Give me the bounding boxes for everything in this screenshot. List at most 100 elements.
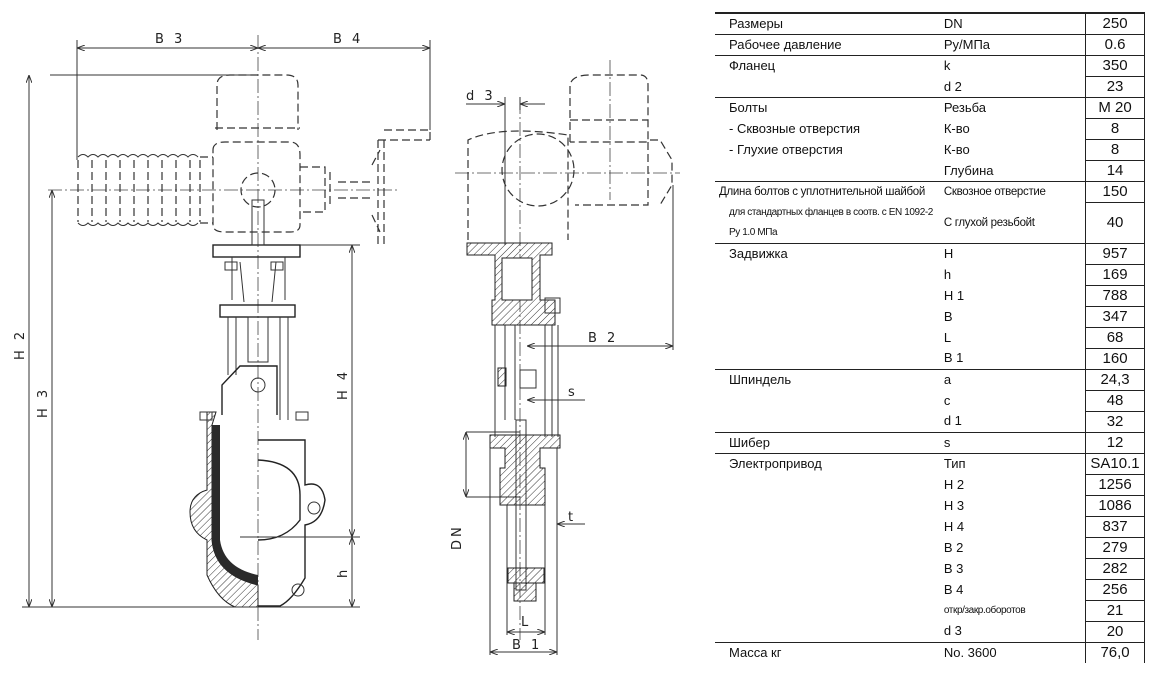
parameter-group: [715, 306, 944, 327]
parameter-value: 20: [1085, 620, 1145, 642]
table-row: H 2 1256: [715, 473, 1145, 495]
parameter-name: H 2: [943, 476, 965, 492]
table-row: c 48: [715, 389, 1145, 411]
parameter-group: - Глухие отверстия: [729, 142, 843, 157]
parameter-name: d 3: [943, 623, 962, 639]
parameter-name: B 3: [943, 560, 964, 576]
parameter-group: [715, 348, 944, 369]
parameter-group: Болты: [715, 97, 944, 119]
table-row: Глубина 14: [715, 160, 1145, 182]
parameter-name: B: [943, 308, 953, 324]
parameter-name: k: [943, 55, 1086, 77]
dim-label-t: t: [568, 510, 576, 525]
table-row: B 2 279: [715, 536, 1145, 558]
parameter-value: 24,3: [1085, 368, 1145, 390]
valve-technical-drawing: B 3 B 4 H 2 H 3 H 4 h: [13, 32, 680, 655]
parameter-value: 1256: [1085, 473, 1145, 495]
parameter-value: 8: [1085, 118, 1145, 140]
parameter-name: H 4: [943, 518, 965, 534]
dim-label-d3: d 3: [466, 89, 496, 104]
parameter-name: c: [943, 392, 951, 408]
parameter-value: 350: [1085, 55, 1145, 77]
parameter-name: No. 3600: [943, 641, 1086, 663]
parameter-name: DN: [943, 12, 1086, 35]
parameter-group: [715, 474, 944, 495]
parameter-group: [715, 285, 944, 306]
table-row: для стандартных фланцев в соотв. с EN 10…: [715, 202, 1145, 243]
parameter-value: 68: [1085, 326, 1145, 348]
parameter-group: [715, 579, 944, 600]
parameter-group: Задвижка: [715, 242, 944, 264]
parameter-group: Электропривод: [715, 452, 944, 474]
dim-label-b1: B 1: [512, 638, 542, 653]
parameter-name: H: [943, 242, 1086, 264]
parameter-value: 160: [1085, 347, 1145, 369]
parameter-name: h: [943, 266, 952, 282]
parameter-group: Фланец: [715, 55, 944, 77]
parameter-value: 21: [1085, 599, 1145, 621]
parameter-value: 957: [1085, 242, 1145, 264]
dim-label-b3: B 3: [155, 32, 185, 47]
dim-label-dn: DN: [450, 524, 465, 550]
parameter-group: [715, 77, 944, 98]
parameter-value: 169: [1085, 263, 1145, 285]
parameter-group: [715, 390, 944, 411]
parameter-value: 347: [1085, 305, 1145, 327]
parameter-value: 40: [1085, 202, 1145, 243]
table-row: d 3 20: [715, 620, 1145, 642]
parameter-value: 14: [1085, 160, 1145, 182]
parameter-group: [715, 558, 944, 579]
parameter-value: 12: [1085, 431, 1145, 453]
parameter-group: [715, 327, 944, 348]
parameter-group: Масса кг: [715, 641, 944, 663]
parameter-group: [715, 411, 944, 432]
parameter-group: - Сквозные отверстия: [729, 121, 861, 136]
parameter-value: 788: [1085, 284, 1145, 306]
dim-label-h2: H 2: [13, 329, 28, 360]
parameter-name: B 2: [943, 539, 964, 555]
parameter-value: 250: [1085, 12, 1145, 35]
table-row: H 4 837: [715, 515, 1145, 537]
parameter-value: 256: [1085, 578, 1145, 600]
dim-label-b2: B 2: [588, 331, 618, 346]
table-row: d 1 32: [715, 410, 1145, 432]
parameter-value: 150: [1085, 181, 1145, 203]
parameter-group: [715, 600, 944, 621]
parameter-value: M 20: [1085, 97, 1145, 119]
parameter-value: 48: [1085, 389, 1145, 411]
parameter-name: Py/МПа: [943, 34, 1086, 56]
parameter-name: B 1: [943, 350, 964, 366]
table-row: H 1 788: [715, 284, 1145, 306]
parameter-name: d 1: [943, 413, 962, 429]
parameter-value: 837: [1085, 515, 1145, 537]
parameter-name: Сквозное отверстие: [943, 181, 1086, 203]
parameter-name: С глухой резьбойt: [943, 216, 1035, 229]
parameter-value: 279: [1085, 536, 1145, 558]
parameter-name: Глубина: [943, 162, 994, 178]
parameter-group: [715, 161, 944, 182]
parameter-name: H 1: [943, 287, 965, 303]
parameter-group: [715, 537, 944, 558]
dim-label-h: h: [336, 567, 351, 578]
parameter-name: H 3: [943, 497, 965, 513]
parameter-group: [715, 516, 944, 537]
side-view: d 3 B 2 s t DN L B 1: [450, 60, 680, 655]
parameter-value: 32: [1085, 410, 1145, 432]
motor-housing: [77, 154, 213, 226]
